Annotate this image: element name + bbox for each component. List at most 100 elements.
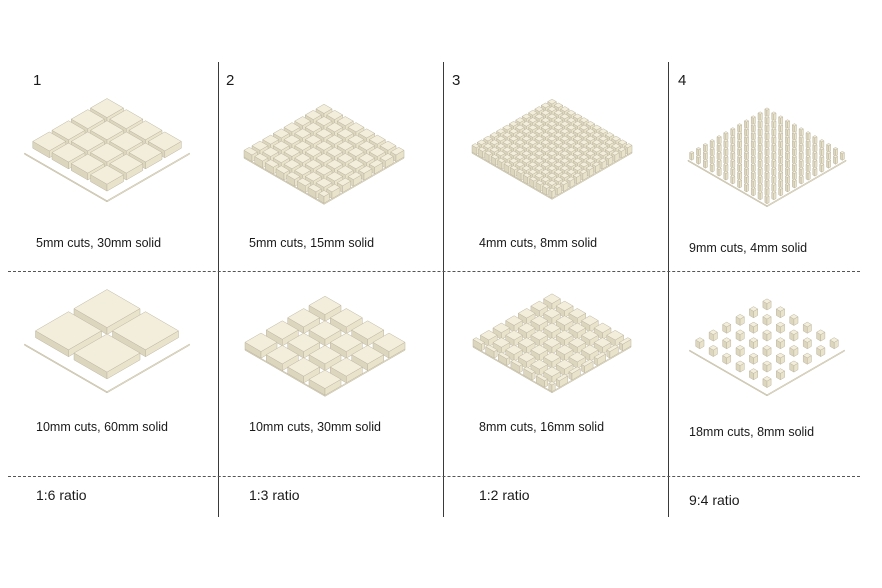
tile-block-top-face xyxy=(737,155,742,158)
tile-block-top-face xyxy=(789,314,799,320)
tile-block-top-face xyxy=(128,142,163,163)
tile-block-top-face xyxy=(548,187,556,192)
tile-block-top-face xyxy=(534,113,544,120)
tile-block-top-face xyxy=(757,143,763,147)
tile-block-top-face xyxy=(286,171,301,180)
tile-block-top-face xyxy=(534,121,544,127)
tile-block-top-face xyxy=(542,183,551,189)
tile-block-top-face xyxy=(789,345,799,351)
tile-block-top-face xyxy=(757,151,763,154)
tile-block-top-face xyxy=(802,337,812,343)
tile-block-top-face xyxy=(764,147,770,151)
tile-block-top-face xyxy=(534,150,544,157)
tile-block-top-face xyxy=(555,315,574,326)
tile-block-top-face xyxy=(819,147,825,151)
tile-block-top-face xyxy=(522,172,531,178)
ratio-label-1: 1:6 ratio xyxy=(36,487,87,503)
tile-block-top-face xyxy=(560,180,569,186)
tile-block-top-face xyxy=(592,154,602,160)
tile-block-top-face xyxy=(771,190,777,194)
tile-base-right-face xyxy=(106,152,190,203)
tile-block-top-face xyxy=(798,166,804,170)
tile-block-top-face xyxy=(709,147,715,151)
tile-block-top-face xyxy=(750,147,756,151)
tile-block-top-face xyxy=(573,172,582,178)
tile-block-top-face xyxy=(90,164,124,185)
tile-block-top-face xyxy=(812,143,818,147)
tile-block-top-face xyxy=(722,337,732,343)
tile-block-top-face xyxy=(750,170,756,174)
tile-block-top-face xyxy=(318,190,330,197)
tile-block-top-face xyxy=(566,154,576,160)
tile-block-top-face xyxy=(478,146,487,152)
ratio-label-4: 9:4 ratio xyxy=(689,492,740,508)
tile-base-right-face xyxy=(106,343,190,394)
tile-block-top-face xyxy=(308,320,342,340)
tile-block-top-face xyxy=(515,132,525,138)
tile-block-top-face xyxy=(798,151,804,154)
tile-block-top-face xyxy=(785,135,790,139)
tile-block-top-face xyxy=(573,150,583,157)
tile-block-top-face xyxy=(750,155,756,158)
tile-block-top-face xyxy=(750,131,756,135)
tile-block-top-face xyxy=(71,131,105,152)
tile-block-top-face xyxy=(347,147,365,157)
tile-block-top-face xyxy=(528,139,538,145)
tile-block-top-face xyxy=(792,131,797,135)
tile-block-top-face xyxy=(566,169,576,175)
tile-block-top-face xyxy=(750,186,756,190)
caption-1-top: 5mm cuts, 30mm solid xyxy=(36,236,162,250)
tile-model-3-bottom xyxy=(472,293,632,394)
tile-block-top-face xyxy=(592,132,602,138)
tile-block-top-face xyxy=(723,131,729,135)
tile-block-top-face xyxy=(509,143,519,149)
tile-block-top-face xyxy=(541,124,551,131)
tile-block-top-face xyxy=(598,158,607,163)
tile-block-top-face xyxy=(744,143,749,147)
tile-block-top-face xyxy=(555,373,569,382)
tile-block-top-face xyxy=(521,128,531,134)
tile-model-2-bottom xyxy=(244,295,406,397)
tile-block-top-face xyxy=(757,166,763,170)
row-divider-1 xyxy=(8,271,860,272)
tile-block-top-face xyxy=(785,166,790,170)
tile-block-top-face xyxy=(528,132,538,138)
tile-block-top-face xyxy=(535,373,549,382)
tile-block-top-face xyxy=(471,143,480,149)
tile-block-top-face xyxy=(541,154,551,160)
tile-block-top-face xyxy=(265,159,279,168)
tile-block-top-face xyxy=(326,147,343,157)
tile-block-top-face xyxy=(789,360,799,366)
tile-block-top-face xyxy=(826,158,831,162)
tile-block-top-face xyxy=(762,329,772,335)
tile-block-top-face xyxy=(337,140,354,151)
tile-block-top-face xyxy=(785,127,790,131)
tile-block-top-face xyxy=(798,127,804,131)
tile-block-top-face xyxy=(505,330,523,341)
tile-block-top-face xyxy=(541,109,551,116)
tile-block-top-face xyxy=(785,182,790,186)
tile-block-top-face xyxy=(347,159,365,170)
tile-block-top-face xyxy=(547,135,557,142)
tile-block-top-face xyxy=(547,180,557,186)
tile-block-top-face xyxy=(778,139,784,143)
tile-block-top-face xyxy=(489,132,499,138)
tile-block-top-face xyxy=(566,176,575,182)
tile-block-top-face xyxy=(581,344,599,355)
tile-block-top-face xyxy=(262,134,279,145)
tile-block-top-face xyxy=(530,300,549,312)
tile-block-top-face xyxy=(568,366,581,374)
tile-block-top-face xyxy=(798,143,804,147)
tile-block-top-face xyxy=(326,110,343,120)
tile-block-top-face xyxy=(716,166,722,170)
tile-block-top-face xyxy=(568,337,586,348)
tile-block-top-face xyxy=(771,143,777,147)
tile-block-top-face xyxy=(315,116,333,126)
column-number-4: 4 xyxy=(678,72,687,89)
tile-block-top-face xyxy=(566,109,576,116)
tile-block-top-face xyxy=(35,311,102,351)
tile-block-top-face xyxy=(528,124,538,131)
tile-base-right-face xyxy=(766,349,845,397)
tile-block-top-face xyxy=(776,352,785,359)
tile-block-top-face xyxy=(744,151,749,154)
